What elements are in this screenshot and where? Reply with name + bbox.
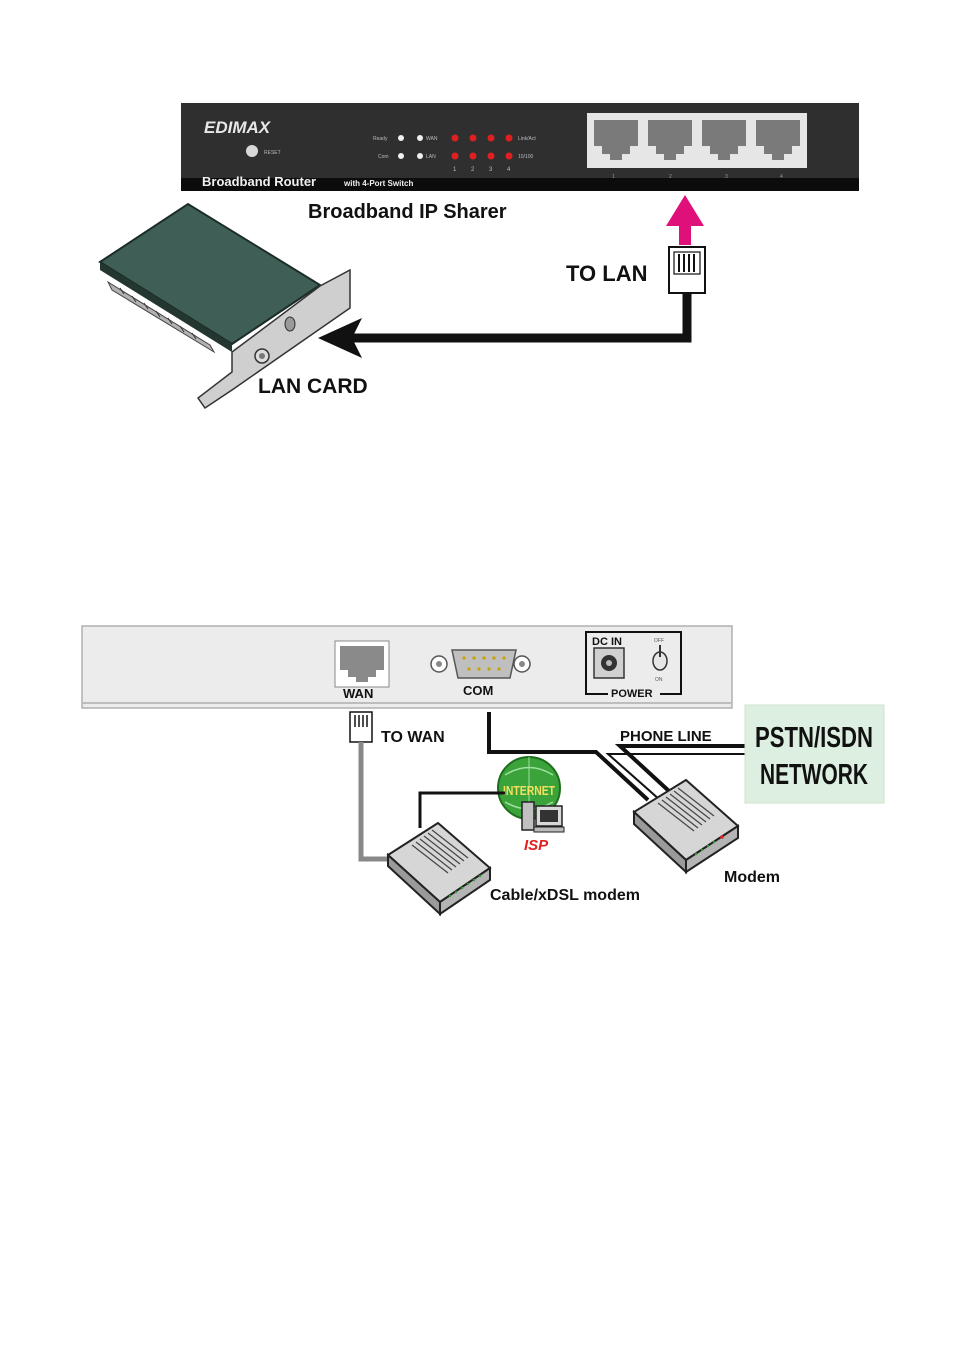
dc-in-label: DC IN (592, 636, 622, 648)
phone-line-label: PHONE LINE (620, 728, 712, 745)
port-number-1: 1 (612, 174, 615, 180)
lan-card-label: LAN CARD (258, 375, 368, 398)
rj45-plug-wan (350, 712, 372, 742)
pink-up-arrow (666, 195, 704, 245)
lan-ports (587, 113, 807, 168)
internet-label: INTERNET (503, 783, 555, 798)
ready-led (398, 135, 404, 141)
port-number-4: 4 (780, 174, 783, 180)
pstn-isdn-network-box: PSTN/ISDN NETWORK (745, 705, 884, 803)
com-label: COM (463, 683, 493, 698)
power-label: POWER (611, 688, 653, 700)
router-front-panel: EDIMAX RESET Ready WAN Com LAN Link/Act … (181, 103, 859, 191)
model-title: Broadband Router (202, 174, 316, 189)
ready-led-label: Ready (373, 136, 388, 142)
network-label: NETWORK (760, 759, 868, 791)
com-led-label: Com (378, 154, 389, 160)
internet-to-modem-line (420, 793, 505, 828)
isp-computer-icon (522, 802, 564, 832)
lan-cable (350, 293, 687, 338)
reset-label: RESET (264, 150, 281, 156)
cable-xdsl-modem-icon (388, 823, 490, 914)
modem-icon (634, 780, 738, 872)
model-subtitle: with 4-Port Switch (343, 179, 413, 188)
rj45-plug-lan (669, 247, 705, 293)
pstn-isdn-label: PSTN/ISDN (755, 722, 873, 754)
wan-label: WAN (343, 686, 373, 701)
wan-cable (361, 742, 392, 859)
router-back-panel: WAN COM DC IN OFF ON POWER (82, 626, 732, 708)
link-act-label: Link/Act (518, 136, 536, 142)
wan-led (417, 135, 423, 141)
off-label: OFF (654, 638, 664, 644)
port-number-3: 3 (725, 174, 728, 180)
modem-label: Modem (724, 869, 780, 886)
on-label: ON (655, 677, 663, 683)
isp-label: ISP (524, 837, 549, 854)
to-lan-label: TO LAN (566, 261, 647, 286)
port-number-2: 2 (669, 174, 672, 180)
lan-led-label: LAN (426, 154, 436, 160)
com-led (398, 153, 404, 159)
cable-xdsl-modem-label: Cable/xDSL modem (490, 887, 640, 904)
brand-logo: EDIMAX (204, 118, 272, 137)
lan-led (417, 153, 423, 159)
speed-label: 10/100 (518, 154, 534, 160)
broadband-ip-sharer-title: Broadband IP Sharer (308, 201, 507, 223)
to-wan-label: TO WAN (381, 729, 445, 746)
wan-port[interactable] (335, 641, 389, 687)
wan-led-label: WAN (426, 136, 438, 142)
reset-button[interactable] (246, 145, 258, 157)
